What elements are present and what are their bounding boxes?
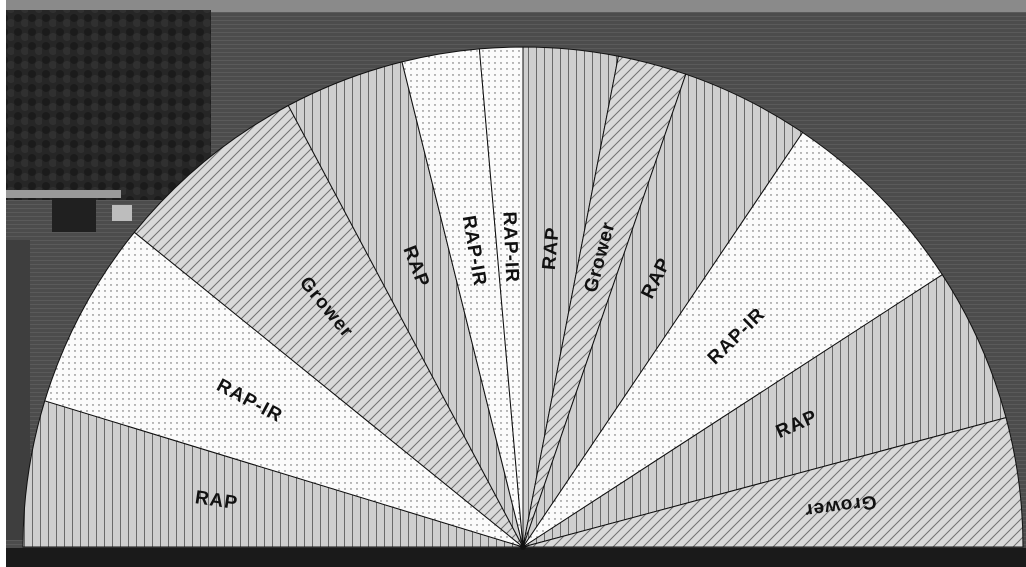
farm-building	[52, 198, 96, 232]
farm-shed	[112, 205, 132, 221]
sector-label-7: RAP	[539, 226, 564, 271]
sector-label-6: RAP-IR	[498, 211, 522, 283]
farm-road	[6, 190, 121, 198]
pivot-center-point	[520, 544, 526, 550]
tree-grove	[6, 10, 211, 200]
